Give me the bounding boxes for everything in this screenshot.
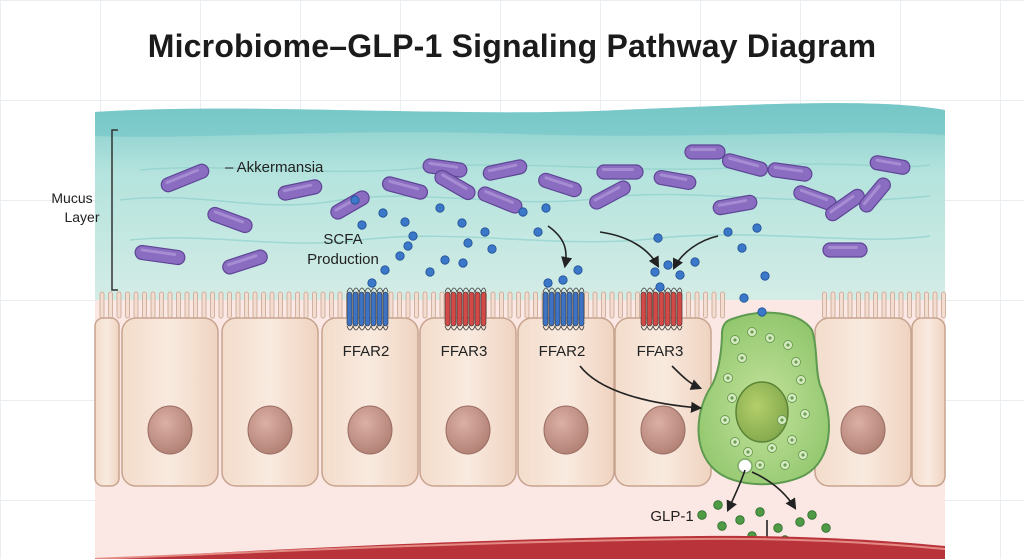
receptor-label-ffar3-b: FFAR3	[637, 343, 684, 360]
scfa-molecule	[458, 258, 468, 268]
cell-nucleus	[247, 405, 293, 455]
mucus-layer-label-line1: Mucus	[51, 190, 92, 206]
scfa-molecule	[395, 251, 405, 261]
akkermansia-rod	[822, 242, 868, 258]
cell-nucleus	[840, 405, 886, 455]
akkermansia-rod	[859, 177, 891, 213]
glp1-molecule	[821, 523, 831, 533]
receptors	[346, 287, 683, 331]
scfa-molecule	[723, 227, 733, 237]
scfa-molecule	[573, 265, 583, 275]
signaling-arrows	[547, 225, 797, 559]
receptor-label-ffar3-a: FFAR3	[441, 343, 488, 360]
scfa-molecule	[541, 203, 551, 213]
scfa-molecule	[558, 275, 568, 285]
gpcr-receptor	[346, 287, 389, 331]
scfa-molecule	[378, 208, 388, 218]
scfa-molecule	[357, 220, 367, 230]
glp1-granules	[720, 327, 810, 470]
cell-nucleus	[445, 405, 491, 455]
scfa-molecule	[543, 278, 553, 288]
blood-vessel	[95, 535, 945, 559]
scfa-molecule	[533, 227, 543, 237]
glp1-molecule	[697, 510, 707, 520]
cell-nucleus	[347, 405, 393, 455]
scfa-label-line2: Production	[307, 251, 379, 268]
page-title: Microbiome–GLP-1 Signaling Pathway Diagr…	[147, 28, 877, 64]
akkermansia-rod	[330, 190, 370, 220]
glp1-label: GLP-1	[650, 508, 693, 525]
scfa-molecule	[425, 267, 435, 277]
scfa-molecule	[457, 218, 467, 228]
scfa-molecule	[675, 270, 685, 280]
glp1-molecule	[795, 517, 805, 527]
scfa-molecule	[435, 203, 445, 213]
cell-nucleus	[640, 405, 686, 455]
glp1-molecule	[807, 510, 817, 520]
akkermansia-rod	[825, 188, 865, 222]
akkermansia-rod	[596, 164, 644, 180]
scfa-molecule	[760, 271, 770, 281]
glp1-molecule	[713, 500, 723, 510]
scfa-molecule	[650, 267, 660, 277]
receptor-label-ffar2-b: FFAR2	[539, 343, 586, 360]
scfa-molecule	[367, 278, 377, 288]
l-cell	[697, 311, 830, 486]
gpcr-receptor	[640, 287, 683, 331]
scfa-molecules	[350, 195, 770, 317]
scfa-molecule	[463, 238, 473, 248]
cell-nucleus	[147, 405, 193, 455]
scfa-molecule	[400, 217, 410, 227]
glp1-molecule	[773, 523, 783, 533]
mucus-layer-label-line2: Layer	[64, 209, 99, 225]
epithelial-cell	[121, 317, 219, 487]
scfa-molecule	[757, 307, 767, 317]
scfa-molecule	[739, 293, 749, 303]
microvilli	[99, 291, 946, 319]
epithelial-cells	[94, 317, 946, 487]
scfa-molecule	[487, 244, 497, 254]
akkermansia-bacteria	[134, 144, 911, 275]
scfa-molecule	[653, 233, 663, 243]
scfa-molecule	[403, 241, 413, 251]
epithelial-cell	[221, 317, 319, 487]
scfa-molecule	[380, 265, 390, 275]
glp1-molecule	[735, 515, 745, 525]
mucus-bracket	[111, 129, 118, 291]
scfa-molecule	[690, 257, 700, 267]
scfa-label-line1: SCFA	[323, 231, 362, 248]
glp1-molecule	[717, 521, 727, 531]
gpcr-receptor	[542, 287, 585, 331]
l-cell-nucleus	[735, 381, 789, 443]
gpcr-receptor	[444, 287, 487, 331]
scfa-molecule	[752, 223, 762, 233]
scfa-molecule	[737, 243, 747, 253]
scfa-molecule	[480, 227, 490, 237]
scfa-molecule	[440, 255, 450, 265]
glp1-molecules	[697, 500, 831, 545]
akkermansia-rod	[684, 144, 726, 160]
receptor-label-ffar2-a: FFAR2	[343, 343, 390, 360]
glp1-molecule	[755, 507, 765, 517]
scfa-molecule	[518, 207, 528, 217]
akkermansia-label: – Akkermansia	[225, 159, 324, 176]
scfa-molecule	[408, 231, 418, 241]
scfa-molecule	[655, 282, 665, 292]
cell-nucleus	[543, 405, 589, 455]
scfa-molecule	[350, 195, 360, 205]
scfa-molecule	[663, 260, 673, 270]
epithelial-cell	[814, 317, 912, 487]
